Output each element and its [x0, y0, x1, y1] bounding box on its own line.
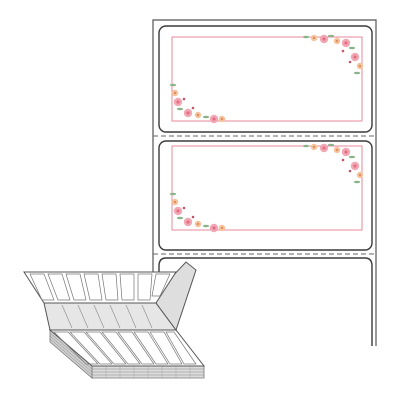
- label-sheet-3-partial: [158, 257, 373, 346]
- stack-back-panel: [23, 271, 177, 304]
- label-liner: [152, 19, 377, 346]
- floral-corner-bottom-left: [169, 83, 226, 124]
- floral-corner-bottom-left: [169, 192, 226, 233]
- label-sheet-1: [158, 25, 373, 133]
- floral-corner-top-right: [302, 34, 364, 75]
- fanfold-stack: [23, 261, 206, 379]
- floral-corner-top-right: [302, 143, 364, 184]
- label-sheet-2: [158, 140, 373, 251]
